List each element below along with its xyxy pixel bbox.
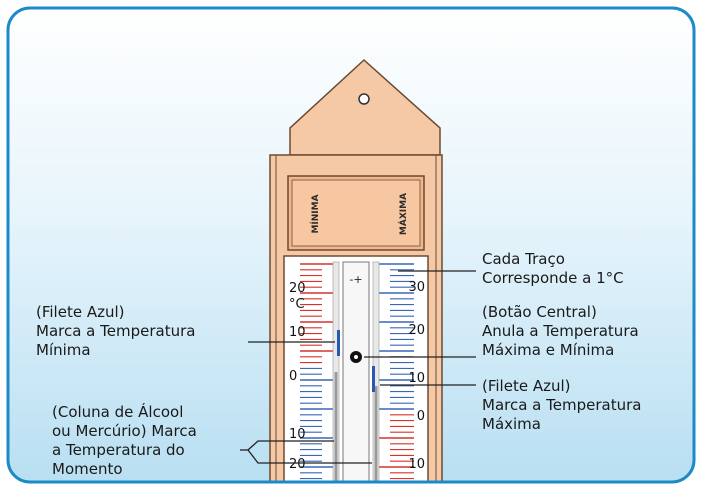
- right-scale-number: 30: [408, 280, 425, 295]
- hanging-hole-icon: [358, 93, 370, 105]
- min-scale-title: MÍNIMA: [309, 194, 321, 233]
- right-scale-number: 10: [408, 457, 425, 472]
- max-index-label: (Filete Azul) Marca a Temperatura Máxima: [482, 377, 642, 433]
- leader-lines: [240, 270, 476, 464]
- center-channel: [342, 261, 370, 482]
- max-index-filament: [372, 366, 375, 392]
- left-scale-number: °C: [289, 297, 305, 312]
- left-scale-number: 10: [289, 325, 306, 340]
- min-index-label: (Filete Azul) Marca a Temperatura Mínima: [36, 303, 196, 359]
- case-inner-outline: [275, 154, 437, 482]
- right-liquid-column: [374, 386, 378, 482]
- max-scale-title: MÁXIMA: [397, 193, 409, 235]
- left-scale-ticks: [300, 263, 333, 480]
- left-scale-number: 0: [289, 369, 297, 384]
- reset-button-center: [354, 355, 358, 359]
- min-index-filament: [337, 330, 340, 356]
- diagram-border: [6, 6, 696, 484]
- left-liquid-column: [334, 372, 338, 482]
- trace-note-label: Cada Traço Corresponde a 1°C: [482, 250, 624, 287]
- left-scale-number: 20: [289, 457, 306, 472]
- current-column-label: (Coluna de Álcool ou Mercúrio) Marca a T…: [52, 403, 197, 478]
- top-center-mark: -+: [349, 273, 362, 286]
- left-scale-number: 20: [289, 281, 306, 296]
- right-scale-number: 0: [417, 409, 425, 424]
- right-scale-number: 20: [408, 323, 425, 338]
- right-scale-number: 10: [408, 371, 425, 386]
- right-scale-numbers: 30 20 10 0 10: [408, 280, 425, 472]
- reset-button-label: (Botão Central) Anula a Temperatura Máxi…: [482, 303, 639, 359]
- left-scale-number: 10: [289, 427, 306, 442]
- title-plate-inner: [291, 179, 421, 247]
